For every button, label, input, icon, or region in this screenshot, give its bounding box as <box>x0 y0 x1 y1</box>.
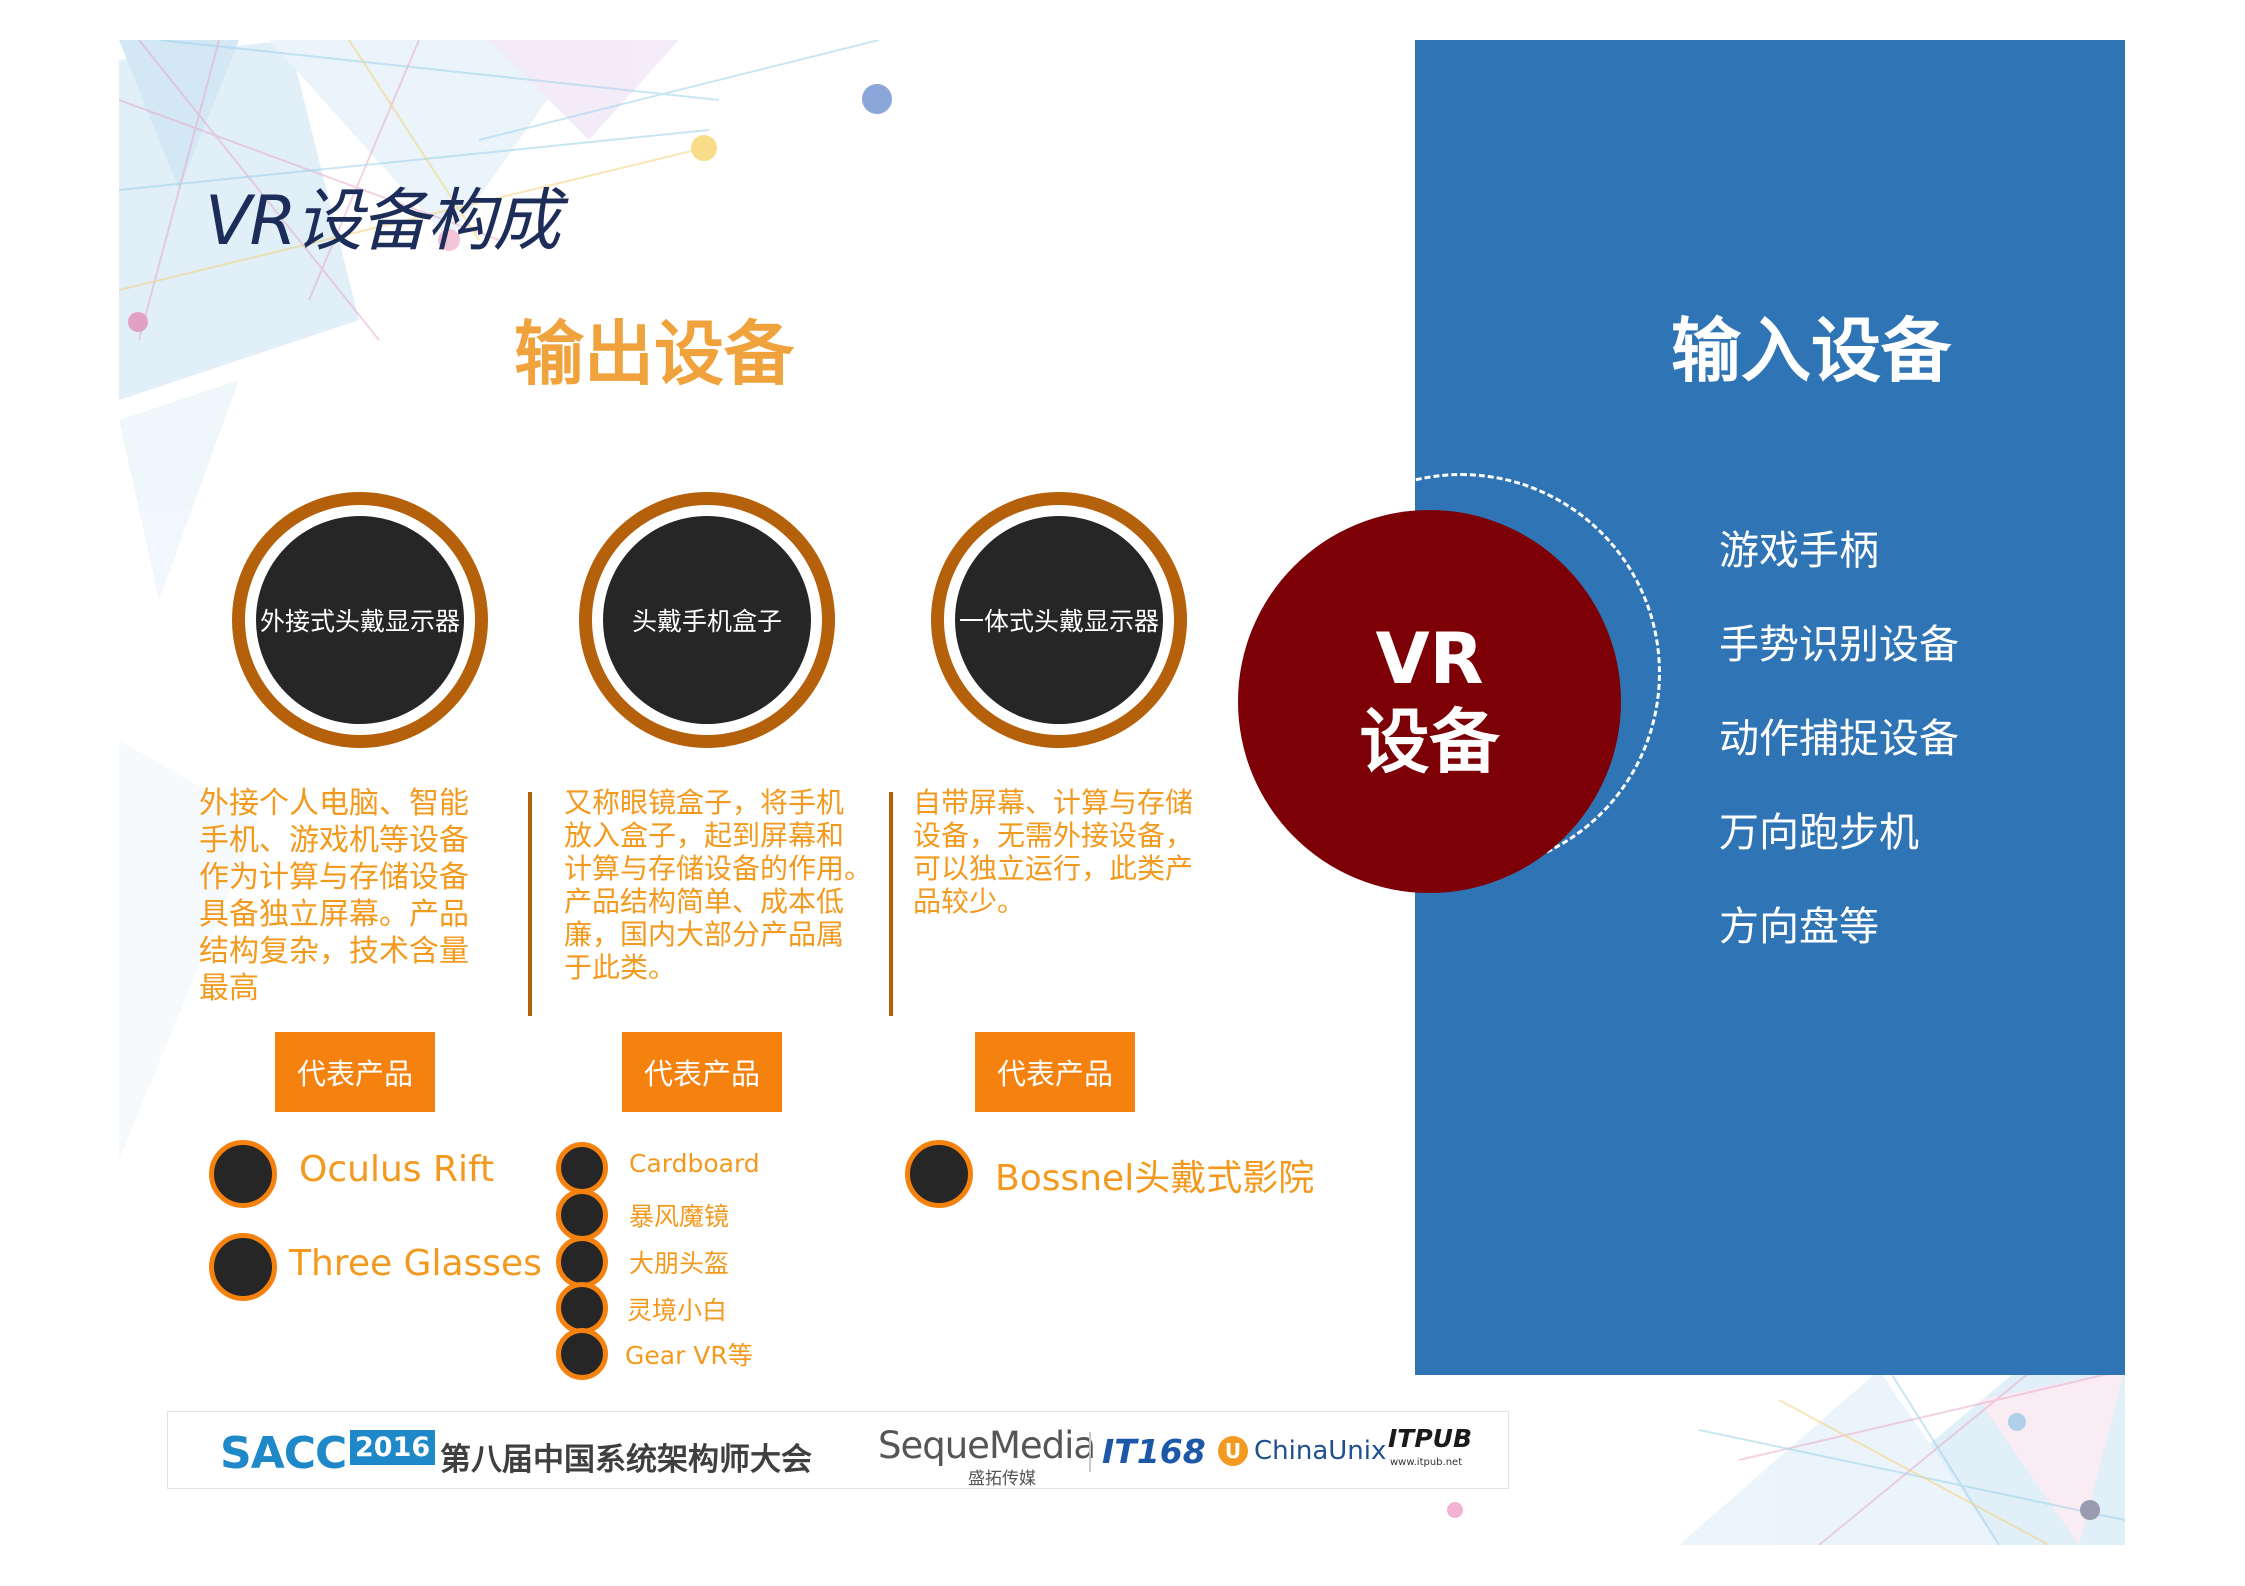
description-line: 手机、游戏机等设备 <box>199 823 469 858</box>
input-device-list: 游戏手柄 手势识别设备 动作捕捉设备 万向跑步机 方向盘等 <box>1719 518 1959 988</box>
product-three-glasses: Three Glasses <box>289 1243 542 1284</box>
description-line: 产品结构简单、成本低 <box>564 885 845 918</box>
bullet-dot-icon <box>556 1328 608 1380</box>
sacc-logo: SACC <box>220 1428 347 1479</box>
product-baofeng-mojing: 暴风魔镜 <box>629 1202 730 1231</box>
column-divider <box>528 792 532 1016</box>
representative-products-button-phone-box[interactable]: 代表产品 <box>622 1032 782 1112</box>
input-item-steering-wheel: 方向盘等 <box>1719 904 1879 950</box>
product-oculus-rift: Oculus Rift <box>299 1149 495 1190</box>
sequemedia-logo: SequeMedia <box>878 1424 1096 1467</box>
product-dapeng-helmet: 大朋头盔 <box>629 1249 730 1278</box>
background-decoration <box>119 40 2125 1545</box>
representative-products-button-tethered[interactable]: 代表产品 <box>275 1032 435 1112</box>
category-circle-standalone-hmd: 一体式头戴显示器 <box>931 492 1187 748</box>
product-bossnel: Bossnel头戴式影院 <box>995 1158 1315 1199</box>
itpub-logo: ITPUB <box>1388 1424 1473 1453</box>
input-item-gamepad: 游戏手柄 <box>1719 528 1879 574</box>
description-line: 自带屏幕、计算与存储 <box>913 786 1194 819</box>
center-label-vr: VR <box>1375 617 1484 700</box>
description-tethered-hmd: 外接个人电脑、智能 手机、游戏机等设备 作为计算与存储设备 具备独立屏幕。产品 … <box>199 785 469 1007</box>
chinaunix-logo: ChinaUnix <box>1254 1436 1387 1466</box>
it168-logo: IT168 <box>1102 1432 1206 1471</box>
bullet-dot-icon <box>905 1140 973 1208</box>
description-line: 又称眼镜盒子，将手机 <box>564 786 845 819</box>
category-label-phone-box: 头戴手机盒子 <box>600 513 814 727</box>
description-line: 于此类。 <box>564 951 677 984</box>
description-line: 具备独立屏幕。产品 <box>199 897 469 932</box>
description-line: 计算与存储设备的作用。 <box>564 852 873 885</box>
conference-name: 第八届中国系统架构师大会 <box>440 1442 812 1478</box>
footer-sponsor-bar: SACC 2016 第八届中国系统架构师大会 SequeMedia 盛拓传媒 I… <box>167 1411 1509 1489</box>
description-line: 外接个人电脑、智能 <box>199 786 469 821</box>
description-line: 结构复杂，技术含量 <box>199 934 469 969</box>
bullet-dot-icon <box>556 1189 608 1241</box>
representative-products-button-standalone[interactable]: 代表产品 <box>975 1032 1135 1112</box>
output-section-heading: 输出设备 <box>514 313 794 395</box>
description-line: 可以独立运行，此类产 <box>913 852 1194 885</box>
description-line: 廉，国内大部分产品属 <box>564 918 845 951</box>
sequemedia-subtitle: 盛拓传媒 <box>968 1469 1036 1489</box>
slide: VR设备构成 输出设备 输入设备 游戏手柄 手势识别设备 动作捕捉设备 万向跑步… <box>119 40 2125 1545</box>
category-label-standalone-hmd: 一体式头戴显示器 <box>952 513 1166 727</box>
slide-title: VR设备构成 <box>205 182 561 261</box>
description-line: 最高 <box>199 971 259 1006</box>
category-circle-phone-box: 头戴手机盒子 <box>579 492 835 748</box>
description-line: 品较少。 <box>913 885 1026 918</box>
category-label-tethered-hmd: 外接式头戴显示器 <box>253 513 467 727</box>
description-line: 作为计算与存储设备 <box>199 860 469 895</box>
footer-divider <box>1089 1432 1091 1472</box>
vr-device-center-circle: VR 设备 <box>1238 510 1621 893</box>
product-cardboard: Cardboard <box>629 1149 760 1178</box>
product-lingjing-xiaobai: 灵境小白 <box>627 1296 728 1325</box>
bullet-dot-icon <box>556 1236 608 1288</box>
description-line: 放入盒子，起到屏幕和 <box>564 819 845 852</box>
bullet-dot-icon <box>556 1142 608 1194</box>
product-gear-vr: Gear VR等 <box>625 1341 753 1370</box>
bullet-dot-icon <box>556 1282 608 1334</box>
input-item-treadmill: 万向跑步机 <box>1719 810 1919 856</box>
input-item-motion-capture: 动作捕捉设备 <box>1719 716 1959 762</box>
category-circle-tethered-hmd: 外接式头戴显示器 <box>232 492 488 748</box>
column-divider <box>889 792 893 1016</box>
sacc-year-badge: 2016 <box>350 1430 436 1465</box>
description-standalone-hmd: 自带屏幕、计算与存储 设备，无需外接设备， 可以独立运行，此类产 品较少。 <box>913 786 1193 918</box>
bullet-dot-icon <box>209 1140 277 1208</box>
center-label-device: 设备 <box>1359 700 1500 783</box>
itpub-url: www.itpub.net <box>1390 1457 1463 1468</box>
description-line: 设备，无需外接设备， <box>913 819 1194 852</box>
description-phone-box: 又称眼镜盒子，将手机 放入盒子，起到屏幕和 计算与存储设备的作用。 产品结构简单… <box>564 786 872 984</box>
chinaunix-icon: U <box>1218 1436 1248 1466</box>
input-item-gesture: 手势识别设备 <box>1719 622 1959 668</box>
bullet-dot-icon <box>209 1233 277 1301</box>
input-section-heading: 输入设备 <box>1671 310 1951 392</box>
